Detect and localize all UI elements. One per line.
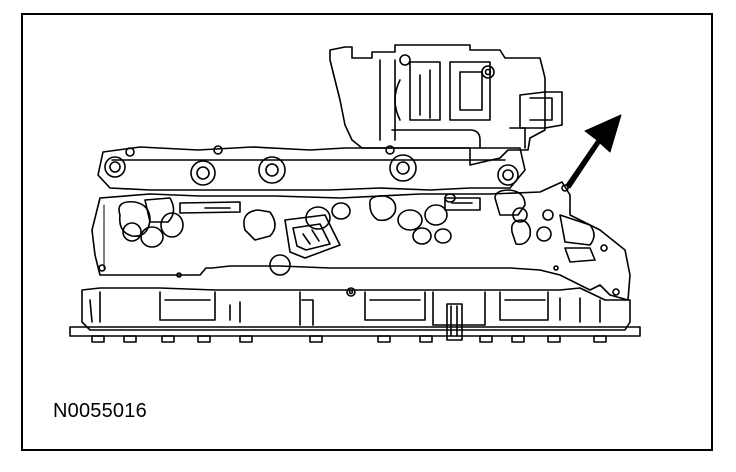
figure-reference-number: N0055016 — [53, 400, 147, 422]
lower-valve-body — [69, 287, 641, 343]
upper-flange — [97, 145, 526, 191]
callout-arrow — [565, 114, 622, 189]
figure-frame — [21, 13, 713, 451]
upper-housing — [329, 44, 563, 166]
gasket — [91, 181, 631, 301]
